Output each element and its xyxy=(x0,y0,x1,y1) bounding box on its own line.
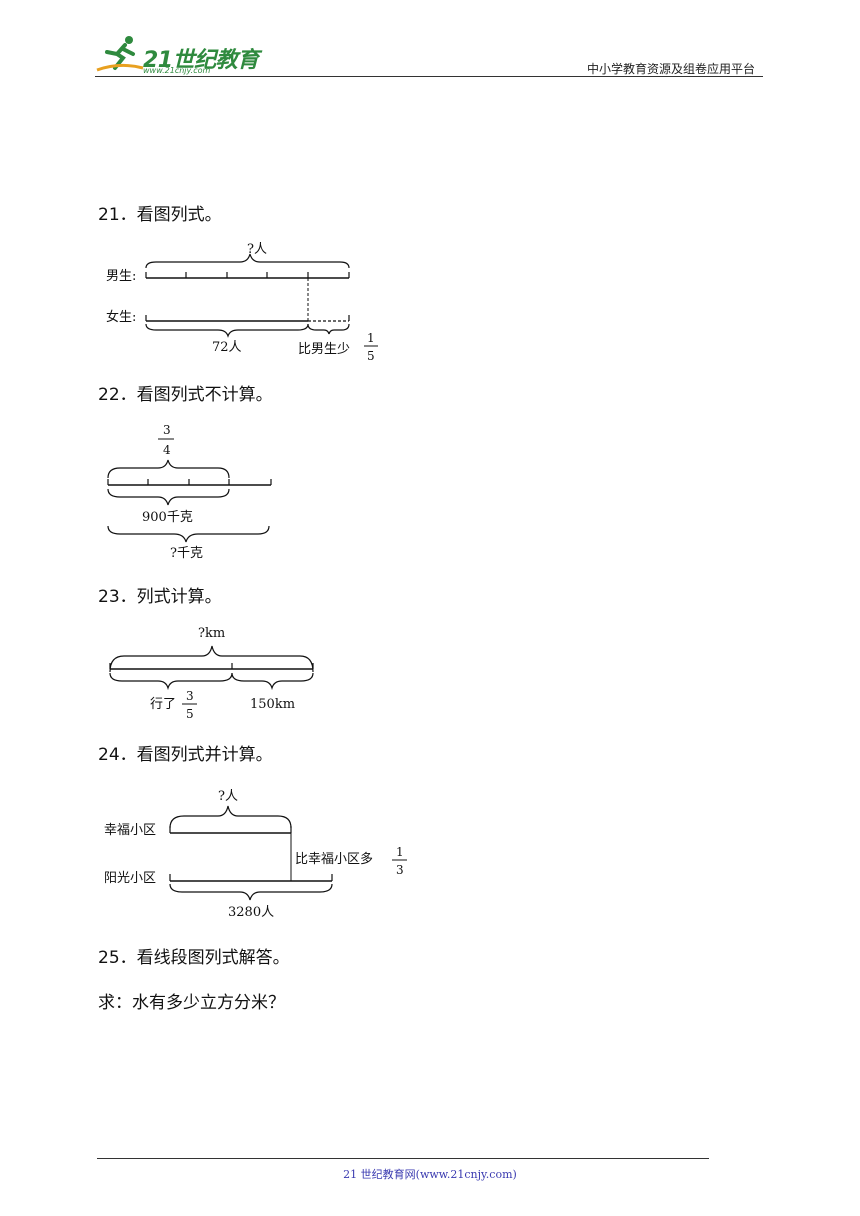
q24-row1-label: 幸福小区 xyxy=(104,823,156,838)
q23-diagram: ?km 行了 3 5 150km xyxy=(109,626,314,721)
q21-frac-den: 5 xyxy=(367,349,375,363)
q22-frac-den: 4 xyxy=(163,443,171,457)
q22-bottom-label: ?千克 xyxy=(170,546,203,561)
q24-frac-den: 3 xyxy=(396,863,404,877)
footer-text: 21 世纪教育网(www.21cnjy.com) xyxy=(343,1168,517,1181)
q22-frac-num: 3 xyxy=(163,423,171,437)
q24-side-label: 比幸福小区多 xyxy=(295,851,373,867)
header-platform-text: 中小学教育资源及组卷应用平台 xyxy=(586,62,755,76)
runner-icon xyxy=(96,36,144,72)
question-22: 22．看图列式不计算。 xyxy=(98,385,273,405)
q23-top-label: ?km xyxy=(198,626,225,641)
question-21: 21．看图列式。 xyxy=(98,205,222,225)
header-divider xyxy=(95,76,763,77)
q21-top-brace xyxy=(145,253,350,269)
q24-top-label: ?人 xyxy=(218,789,238,804)
q23-right-label: 150km xyxy=(250,697,295,712)
question-23: 23．列式计算。 xyxy=(98,587,222,607)
q24-diagram: ?人 幸福小区 比幸福小区多 1 3 阳光小区 3280人 xyxy=(104,789,407,920)
q24-bottom-label: 3280人 xyxy=(228,905,274,920)
logo-text: 21世纪教育 xyxy=(143,48,259,73)
q21-top-label: ?人 xyxy=(247,242,267,257)
logo-url: www.21cnjy.com xyxy=(143,66,211,75)
footer-divider xyxy=(97,1158,709,1159)
q21-bottom-left-label: 72人 xyxy=(212,340,242,355)
question-25: 25．看线段图列式解答。 xyxy=(98,948,290,968)
q21-frac-num: 1 xyxy=(367,331,375,345)
q22-mid-label: 900千克 xyxy=(142,510,193,525)
q24-frac-num: 1 xyxy=(396,845,404,859)
q23-frac-den: 5 xyxy=(186,707,194,721)
q21-diagram: ?人 男生: 女生: 72人 比男生少 1 5 xyxy=(106,242,378,363)
q22-diagram: 3 4 900千克 ?千克 xyxy=(107,423,272,561)
question-24: 24．看图列式并计算。 xyxy=(98,745,273,765)
site-logo xyxy=(95,34,265,76)
q24-row2-label: 阳光小区 xyxy=(104,871,156,886)
q21-row1-label: 男生: xyxy=(106,269,136,284)
q23-frac-num: 3 xyxy=(186,689,194,703)
q23-left-label: 行了 xyxy=(150,697,176,712)
q21-row2-label: 女生: xyxy=(106,309,136,325)
q21-bottom-right-label: 比男生少 xyxy=(298,342,350,357)
question-25-sub: 求：水有多少立方分米？ xyxy=(98,993,285,1013)
